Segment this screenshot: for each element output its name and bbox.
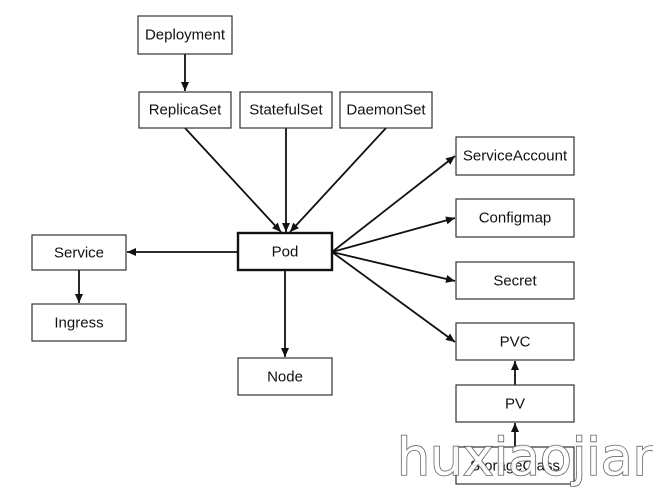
node-serviceaccount: ServiceAccount [455, 136, 575, 176]
node-service: Service [31, 234, 127, 271]
node-node: Node [237, 357, 333, 396]
node-ingress: Ingress [31, 303, 127, 342]
node-daemonset-label: DaemonSet [346, 102, 426, 119]
node-pvc: PVC [455, 322, 575, 361]
node-pod-label: Pod [272, 244, 299, 261]
node-secret-label: Secret [493, 273, 537, 290]
node-node-label: Node [267, 369, 303, 386]
edge-pod-to-pvc [331, 251, 456, 343]
node-replicaset: ReplicaSet [138, 91, 232, 129]
edge-pod-to-serviceaccount [331, 155, 456, 253]
edge-replicaset-to-pod [184, 127, 282, 233]
node-pvc-label: PVC [500, 334, 531, 351]
node-service-label: Service [54, 245, 104, 262]
edge-pod-to-configmap [331, 216, 456, 253]
edge-pod-to-secret [331, 251, 456, 283]
node-pv: PV [455, 384, 575, 423]
node-deployment: Deployment [137, 15, 233, 55]
node-storageclass-label: StorageClass [470, 458, 560, 475]
node-configmap-label: Configmap [479, 210, 552, 227]
edge-daemonset-to-pod [289, 127, 387, 233]
edges [75, 54, 519, 447]
node-pv-label: PV [505, 396, 525, 413]
node-storageclass: StorageClass [455, 446, 575, 485]
node-configmap: Configmap [455, 198, 575, 238]
node-statefulset: StatefulSet [239, 91, 333, 129]
node-daemonset: DaemonSet [339, 91, 433, 129]
node-deployment-label: Deployment [145, 27, 226, 44]
node-statefulset-label: StatefulSet [249, 102, 323, 119]
node-secret: Secret [455, 261, 575, 300]
node-serviceaccount-label: ServiceAccount [463, 148, 568, 165]
node-ingress-label: Ingress [54, 315, 103, 332]
node-replicaset-label: ReplicaSet [149, 102, 222, 119]
node-pod: Pod [236, 231, 334, 272]
watermark-text: huxiaojian [397, 428, 653, 488]
